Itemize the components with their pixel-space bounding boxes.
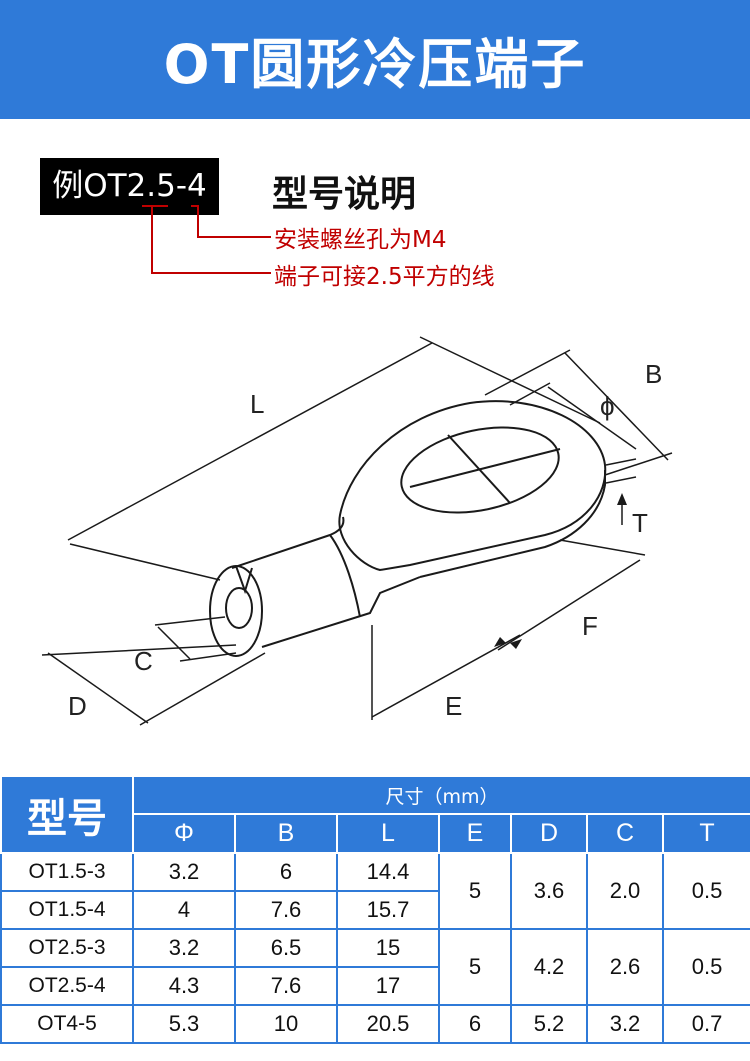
note-wire-size: 端子可接2.5平方的线 bbox=[274, 264, 495, 290]
col-header-c: C bbox=[586, 813, 664, 854]
cell-d: 3.6 bbox=[510, 852, 588, 930]
cell-l: 20.5 bbox=[336, 1004, 440, 1044]
col-header-l: L bbox=[336, 813, 440, 854]
label-E: E bbox=[445, 691, 462, 721]
label-B: B bbox=[645, 359, 662, 389]
dim-D-ext-bottom bbox=[139, 652, 266, 726]
cell-l: 15.7 bbox=[336, 890, 440, 930]
leader-line-screw-hole bbox=[191, 205, 199, 207]
cell-t: 0.5 bbox=[661, 852, 750, 930]
cell-b: 7.6 bbox=[234, 966, 338, 1006]
col-header-d: D bbox=[510, 813, 588, 854]
cell-c: 2.0 bbox=[586, 852, 664, 930]
hole-centerline-v bbox=[447, 434, 511, 504]
dim-phi-line bbox=[547, 386, 637, 450]
table-row: OT1.5-3 3.2 6 14.4 5 3.6 2.0 0.5 bbox=[0, 852, 750, 930]
cell-b: 6 bbox=[234, 852, 338, 892]
dim-T-ext-top bbox=[605, 458, 637, 466]
barrel-seam bbox=[235, 565, 253, 595]
cell-c: 2.6 bbox=[586, 928, 664, 1006]
cell-b: 7.6 bbox=[234, 890, 338, 930]
cell-b: 10 bbox=[234, 1004, 338, 1044]
ring-thickness-edge bbox=[419, 470, 606, 578]
cell-d: 4.2 bbox=[510, 928, 588, 1006]
dim-C-ext-top bbox=[154, 616, 226, 626]
cell-model: OT4-5 bbox=[0, 1004, 134, 1044]
dim-E-line bbox=[371, 634, 521, 718]
table-row: OT2.5-3 3.2 6.5 15 5 4.2 2.6 0.5 bbox=[0, 928, 750, 1006]
dim-D-ext-top bbox=[41, 644, 237, 656]
dim-C-line bbox=[157, 626, 191, 660]
cell-e: 5 bbox=[438, 928, 512, 1006]
col-header-t: T bbox=[661, 813, 750, 854]
dim-F-line bbox=[497, 559, 641, 651]
cell-l: 17 bbox=[336, 966, 440, 1006]
cell-e: 6 bbox=[438, 1004, 512, 1044]
col-header-b: B bbox=[234, 813, 338, 854]
cell-e: 5 bbox=[438, 852, 512, 930]
size-header: 尺寸（mm） bbox=[131, 775, 750, 815]
example-model-code: 例OT2.5-4 bbox=[40, 158, 219, 215]
arrow-F bbox=[510, 639, 522, 649]
table-row: OT1.5-4 4 7.6 15.7 bbox=[0, 890, 750, 930]
model-column-header: 型号 bbox=[0, 775, 134, 854]
cell-phi: 4 bbox=[132, 890, 236, 930]
dim-L-ext-left bbox=[69, 543, 221, 581]
cell-model: OT1.5-3 bbox=[0, 852, 134, 892]
note-screw-hole: 安装螺丝孔为M4 bbox=[274, 227, 447, 253]
dim-B-line bbox=[564, 352, 669, 461]
table-row: OT2.5-4 4.3 7.6 17 bbox=[0, 966, 750, 1006]
ring-hole bbox=[400, 426, 560, 514]
cell-d: 5.2 bbox=[510, 1004, 588, 1044]
cell-phi: 5.3 bbox=[132, 1004, 236, 1044]
page-title: OT圆形冷压端子 bbox=[163, 33, 587, 96]
cell-l: 15 bbox=[336, 928, 440, 968]
cell-b: 6.5 bbox=[234, 928, 338, 968]
col-header-phi: Φ bbox=[132, 813, 236, 854]
model-explanation-heading: 型号说明 bbox=[272, 174, 417, 215]
dim-phi-ext-top bbox=[509, 382, 551, 406]
ring-outer-outline bbox=[338, 400, 607, 572]
dim-L-line bbox=[67, 342, 433, 541]
label-F: F bbox=[582, 611, 598, 641]
cell-phi: 4.3 bbox=[132, 966, 236, 1006]
dim-T-ext-bottom bbox=[605, 476, 637, 484]
leader-line-wire-size-drop bbox=[151, 205, 271, 274]
table-row: OT4-5 5.3 10 20.5 6 5.2 3.2 0.7 bbox=[0, 1004, 750, 1044]
cell-phi: 3.2 bbox=[132, 852, 236, 892]
label-L: L bbox=[250, 389, 264, 419]
barrel-bore bbox=[225, 587, 253, 629]
dim-B-ext-top bbox=[484, 349, 571, 396]
barrel-top-edge bbox=[231, 516, 345, 569]
barrel-bottom-edge bbox=[261, 576, 421, 648]
label-phi: ϕ bbox=[600, 391, 615, 421]
leader-line-wire-size bbox=[142, 205, 168, 207]
cell-model: OT2.5-3 bbox=[0, 928, 134, 968]
leader-line-screw-hole-drop bbox=[197, 205, 271, 238]
cell-model: OT2.5-4 bbox=[0, 966, 134, 1006]
arrow-T bbox=[617, 493, 627, 505]
cell-phi: 3.2 bbox=[132, 928, 236, 968]
label-T: T bbox=[632, 508, 648, 538]
spec-table: 型号 尺寸（mm） Φ B L E D C T OT1.5-3 3.2 6 14… bbox=[0, 775, 750, 1044]
barrel-collar bbox=[329, 534, 361, 618]
cell-t: 0.7 bbox=[661, 1004, 750, 1044]
cell-c: 3.2 bbox=[586, 1004, 664, 1044]
cell-t: 0.5 bbox=[661, 928, 750, 1006]
label-D: D bbox=[68, 691, 87, 721]
col-header-e: E bbox=[438, 813, 512, 854]
dim-L-ext-right bbox=[419, 336, 601, 424]
dim-C-ext-bottom bbox=[179, 652, 237, 662]
arrow-E bbox=[494, 637, 506, 647]
dim-D-line bbox=[47, 652, 149, 724]
cell-l: 14.4 bbox=[336, 852, 440, 892]
label-C: C bbox=[134, 646, 153, 676]
cell-model: OT1.5-4 bbox=[0, 890, 134, 930]
dim-B-ext-bottom bbox=[604, 452, 673, 476]
hole-centerline-h bbox=[409, 448, 561, 488]
title-banner: OT圆形冷压端子 bbox=[0, 0, 750, 119]
dim-F-ext bbox=[559, 539, 646, 556]
ring-terminal-diagram: L B ϕ T F C D E bbox=[41, 336, 673, 726]
